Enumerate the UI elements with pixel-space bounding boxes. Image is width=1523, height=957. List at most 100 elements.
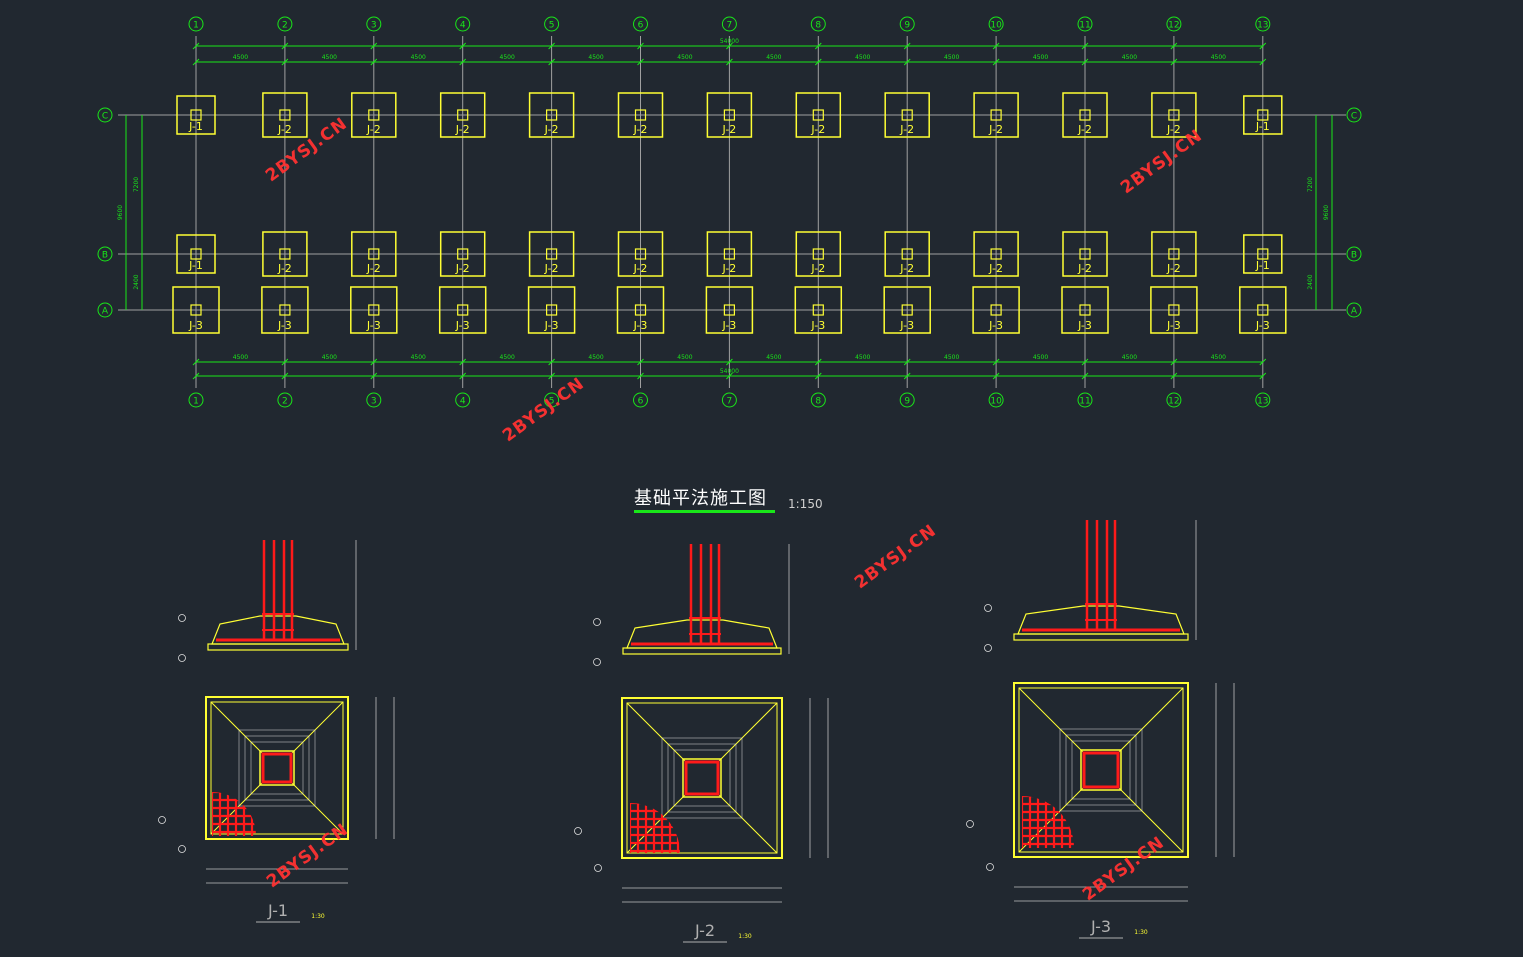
axis-label: A (102, 307, 109, 317)
footing-label: J-3 (633, 319, 648, 332)
dimension-tick (192, 372, 200, 380)
dimension-tick (903, 358, 911, 366)
plan-step-line (1071, 740, 1131, 800)
dimension-total-text: 54000 (720, 38, 739, 45)
footing-label: J-2 (899, 262, 914, 275)
axis-bubble (1077, 16, 1093, 32)
axis-label: 1 (193, 21, 199, 31)
axis-bubble (633, 16, 648, 32)
axis-bubble (988, 392, 1004, 408)
plan-slope-line (290, 701, 344, 755)
axis-bubble (1255, 392, 1271, 408)
dimension-bay-text: 4500 (1033, 354, 1048, 361)
footing-outline (1062, 231, 1108, 277)
dimension-tick (459, 42, 467, 50)
dimension-tick (1259, 58, 1267, 66)
footing-outline (262, 231, 308, 277)
axis-bubble (277, 392, 293, 408)
footing-outline (617, 92, 664, 138)
dimension-bay-text: 4500 (588, 354, 603, 361)
dimension-tick (726, 372, 733, 380)
leader-bubble (178, 614, 186, 622)
dimension-tick (281, 58, 289, 66)
axis-bubble (188, 392, 204, 408)
plan-grid-lines (118, 36, 1346, 388)
footing-label: J-2 (721, 262, 736, 275)
footing-outline (1151, 92, 1197, 138)
dimension-tick (370, 358, 378, 366)
axis-label: 7 (727, 397, 733, 407)
footing-label: J-1 (188, 120, 203, 133)
axis-label: 12 (1168, 21, 1179, 31)
leader-bubble (178, 845, 186, 853)
column-stub (723, 304, 736, 316)
dimension-tick (1259, 42, 1267, 50)
footing-outline (262, 92, 308, 138)
plan-slope-line (1018, 687, 1085, 754)
footing-outline (439, 231, 486, 277)
plan-step-line (244, 735, 310, 801)
footing-label: J-3 (988, 319, 1003, 332)
column-stub (457, 304, 469, 316)
dimension-tick (637, 58, 644, 66)
detail-scale: 1:30 (738, 933, 752, 940)
dimension-tick (1170, 42, 1178, 50)
plan-column-outline (259, 750, 295, 786)
footing-outline (973, 92, 1019, 138)
footing-label: J-2 (544, 262, 559, 275)
dimension-tick (903, 42, 911, 50)
dimension-bay-text: 4500 (677, 54, 692, 61)
footing-outline (438, 286, 487, 334)
dimension-tick (814, 58, 822, 66)
footing-outline (439, 92, 486, 138)
dimension-tick (1081, 372, 1089, 380)
footing-label: J-3 (455, 319, 470, 332)
dimension-bay-text: 4500 (855, 354, 870, 361)
axis-label: 11 (1079, 21, 1090, 31)
plan-step-line (667, 743, 737, 813)
footing-outline (795, 92, 842, 138)
footing-label: J-2 (721, 123, 736, 136)
dimension-tick (192, 42, 200, 50)
footing-outline (351, 231, 397, 277)
dimension-bay-text: 4500 (500, 354, 515, 361)
dimension-tick (1170, 372, 1178, 380)
axis-bubble (366, 16, 382, 32)
dimension-total-text: 54000 (720, 368, 739, 375)
footing-outline (176, 95, 216, 135)
detail-label: J-2 (694, 921, 715, 940)
axis-bubble (899, 16, 915, 32)
plan-step-line (1059, 728, 1143, 812)
dimension-bay-text: 4500 (588, 54, 603, 61)
leader-bubble (158, 816, 166, 824)
dimension-side-text: 2400 (133, 274, 140, 289)
dimension-tick (1170, 58, 1178, 66)
axis-label: C (102, 112, 108, 122)
drawing-scale: 1:150 (788, 497, 823, 511)
section-footing-profile (211, 615, 345, 645)
axis-label: 13 (1257, 397, 1268, 407)
axis-bubble (721, 392, 737, 408)
section-footing-profile (626, 619, 778, 649)
axis-bubble (1346, 107, 1362, 123)
plan-step-line (673, 749, 731, 807)
footing-outline (706, 231, 753, 277)
column-stub (634, 248, 647, 260)
plan-column-rebar (1082, 751, 1120, 789)
dimension-bay-text: 4500 (411, 54, 426, 61)
footing-label: J-3 (899, 319, 914, 332)
axis-label: 7 (727, 21, 733, 31)
dimension-tick (281, 372, 289, 380)
footing-label: J-2 (988, 123, 1003, 136)
axis-bubble (633, 392, 648, 408)
plan-footing-outer (621, 697, 783, 859)
footing-label: J-3 (721, 319, 736, 332)
dimension-tick (726, 358, 733, 366)
axis-label: 3 (371, 21, 377, 31)
axis-bubble (455, 392, 471, 408)
column-stub (812, 109, 824, 121)
column-stub (1257, 109, 1269, 121)
dimension-bay-text: 4500 (233, 354, 248, 361)
